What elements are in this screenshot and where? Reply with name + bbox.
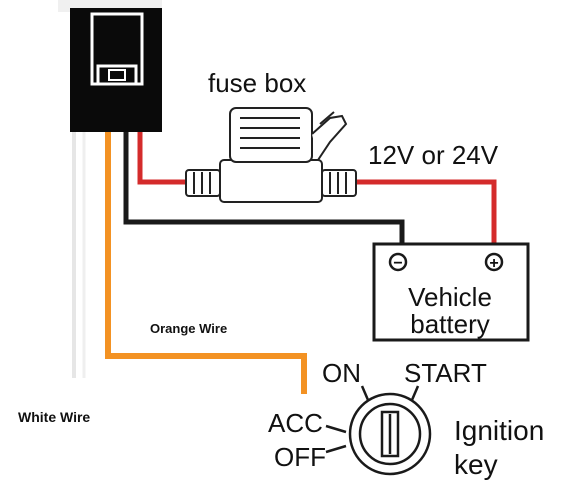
fuse-box-label: fuse box [208, 68, 306, 98]
white-wire [72, 130, 86, 378]
black-wire [123, 132, 405, 248]
red-wire-battery [356, 179, 497, 248]
battery-minus-sign: − [393, 255, 402, 272]
ignition-key-label-line2: key [454, 449, 498, 480]
red-wire [137, 132, 190, 185]
ignition-on-label: ON [322, 358, 361, 388]
tracker-device [58, 0, 162, 132]
battery-plus-sign: + [489, 255, 498, 272]
ignition-key-label-line1: Ignition [454, 415, 544, 446]
ignition-acc-label: ACC [268, 408, 323, 438]
orange-wire-label: Orange Wire [150, 321, 227, 336]
vehicle-battery [372, 242, 530, 342]
white-wire-label: White Wire [18, 409, 90, 425]
fuse-box [185, 107, 357, 203]
orange-wire [105, 132, 307, 394]
battery-label-line2: battery [410, 309, 490, 339]
voltage-label: 12V or 24V [368, 140, 499, 170]
ignition-switch [325, 385, 432, 476]
battery-label-line1: Vehicle [408, 282, 492, 312]
ignition-off-label: OFF [274, 442, 326, 472]
ignition-start-label: START [404, 358, 487, 388]
